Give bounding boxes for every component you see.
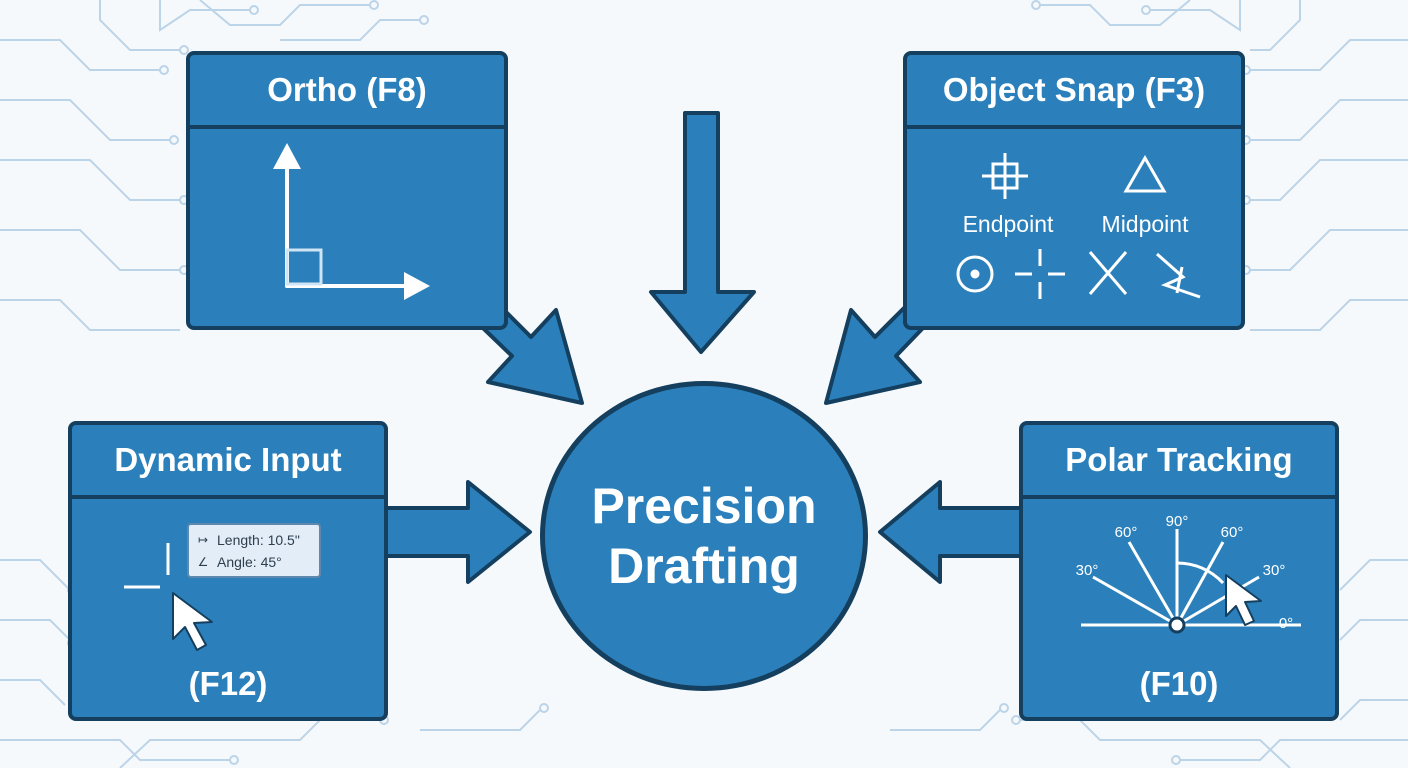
node-snap-icon bbox=[1015, 249, 1065, 299]
tangent-snap-icon bbox=[1156, 252, 1201, 299]
angle-label-60-right: 60° bbox=[1221, 524, 1244, 541]
ruler-icon: ↦ bbox=[197, 533, 209, 547]
arrow-from-polar-tracking bbox=[878, 480, 1026, 584]
angle-label-30-right: 30° bbox=[1263, 562, 1286, 579]
cursor-icon bbox=[172, 592, 213, 651]
dynamic-input-shortcut: (F12) bbox=[188, 665, 268, 702]
arrow-from-dynamic-input bbox=[380, 480, 532, 584]
arrow-from-ortho bbox=[460, 306, 584, 405]
precision-drafting-hub: Precision Drafting bbox=[540, 381, 868, 691]
midpoint-icon bbox=[1123, 154, 1167, 193]
hub-title-line1: Precision bbox=[591, 478, 817, 534]
crosshair-icon bbox=[124, 543, 170, 589]
hub-title-line2: Drafting bbox=[608, 538, 800, 594]
angle-label-30-left: 30° bbox=[1076, 562, 1099, 579]
tooltip-angle: Angle: 45° bbox=[217, 554, 282, 570]
ortho-axes-icon bbox=[273, 143, 430, 300]
dynamic-input-title: Dynamic Input bbox=[72, 425, 384, 499]
angle-label-90: 90° bbox=[1166, 513, 1189, 530]
angle-label-60-left: 60° bbox=[1115, 524, 1138, 541]
polar-tracking-panel: Polar Tracking 90° 60° 60° 30° 30° 0° (F… bbox=[1019, 421, 1339, 721]
midpoint-label: Midpoint bbox=[1102, 211, 1190, 237]
dynamic-input-tooltip: ↦ Length: 10.5" ∠ Angle: 45° bbox=[187, 523, 321, 578]
endpoint-label: Endpoint bbox=[963, 211, 1054, 237]
endpoint-icon bbox=[982, 153, 1028, 199]
polar-cursor-icon bbox=[1225, 574, 1262, 626]
polar-angle-dial: 90° 60° 60° 30° 30° 0° bbox=[1076, 513, 1301, 634]
arrow-from-top bbox=[649, 111, 756, 354]
ortho-panel: Ortho (F8) bbox=[186, 51, 508, 330]
angle-label-0: 0° bbox=[1279, 615, 1293, 632]
polar-tracking-title: Polar Tracking bbox=[1023, 425, 1335, 499]
intersection-snap-icon bbox=[1088, 251, 1128, 295]
polar-tracking-shortcut: (F10) bbox=[1139, 665, 1219, 702]
object-snap-panel: Object Snap (F3) bbox=[903, 51, 1245, 330]
arrow-from-object-snap bbox=[824, 306, 948, 405]
ortho-title: Ortho (F8) bbox=[190, 55, 504, 129]
tooltip-length: Length: 10.5" bbox=[217, 532, 300, 548]
object-snap-title: Object Snap (F3) bbox=[907, 55, 1241, 129]
angle-icon: ∠ bbox=[197, 555, 209, 569]
center-snap-icon bbox=[956, 255, 994, 293]
